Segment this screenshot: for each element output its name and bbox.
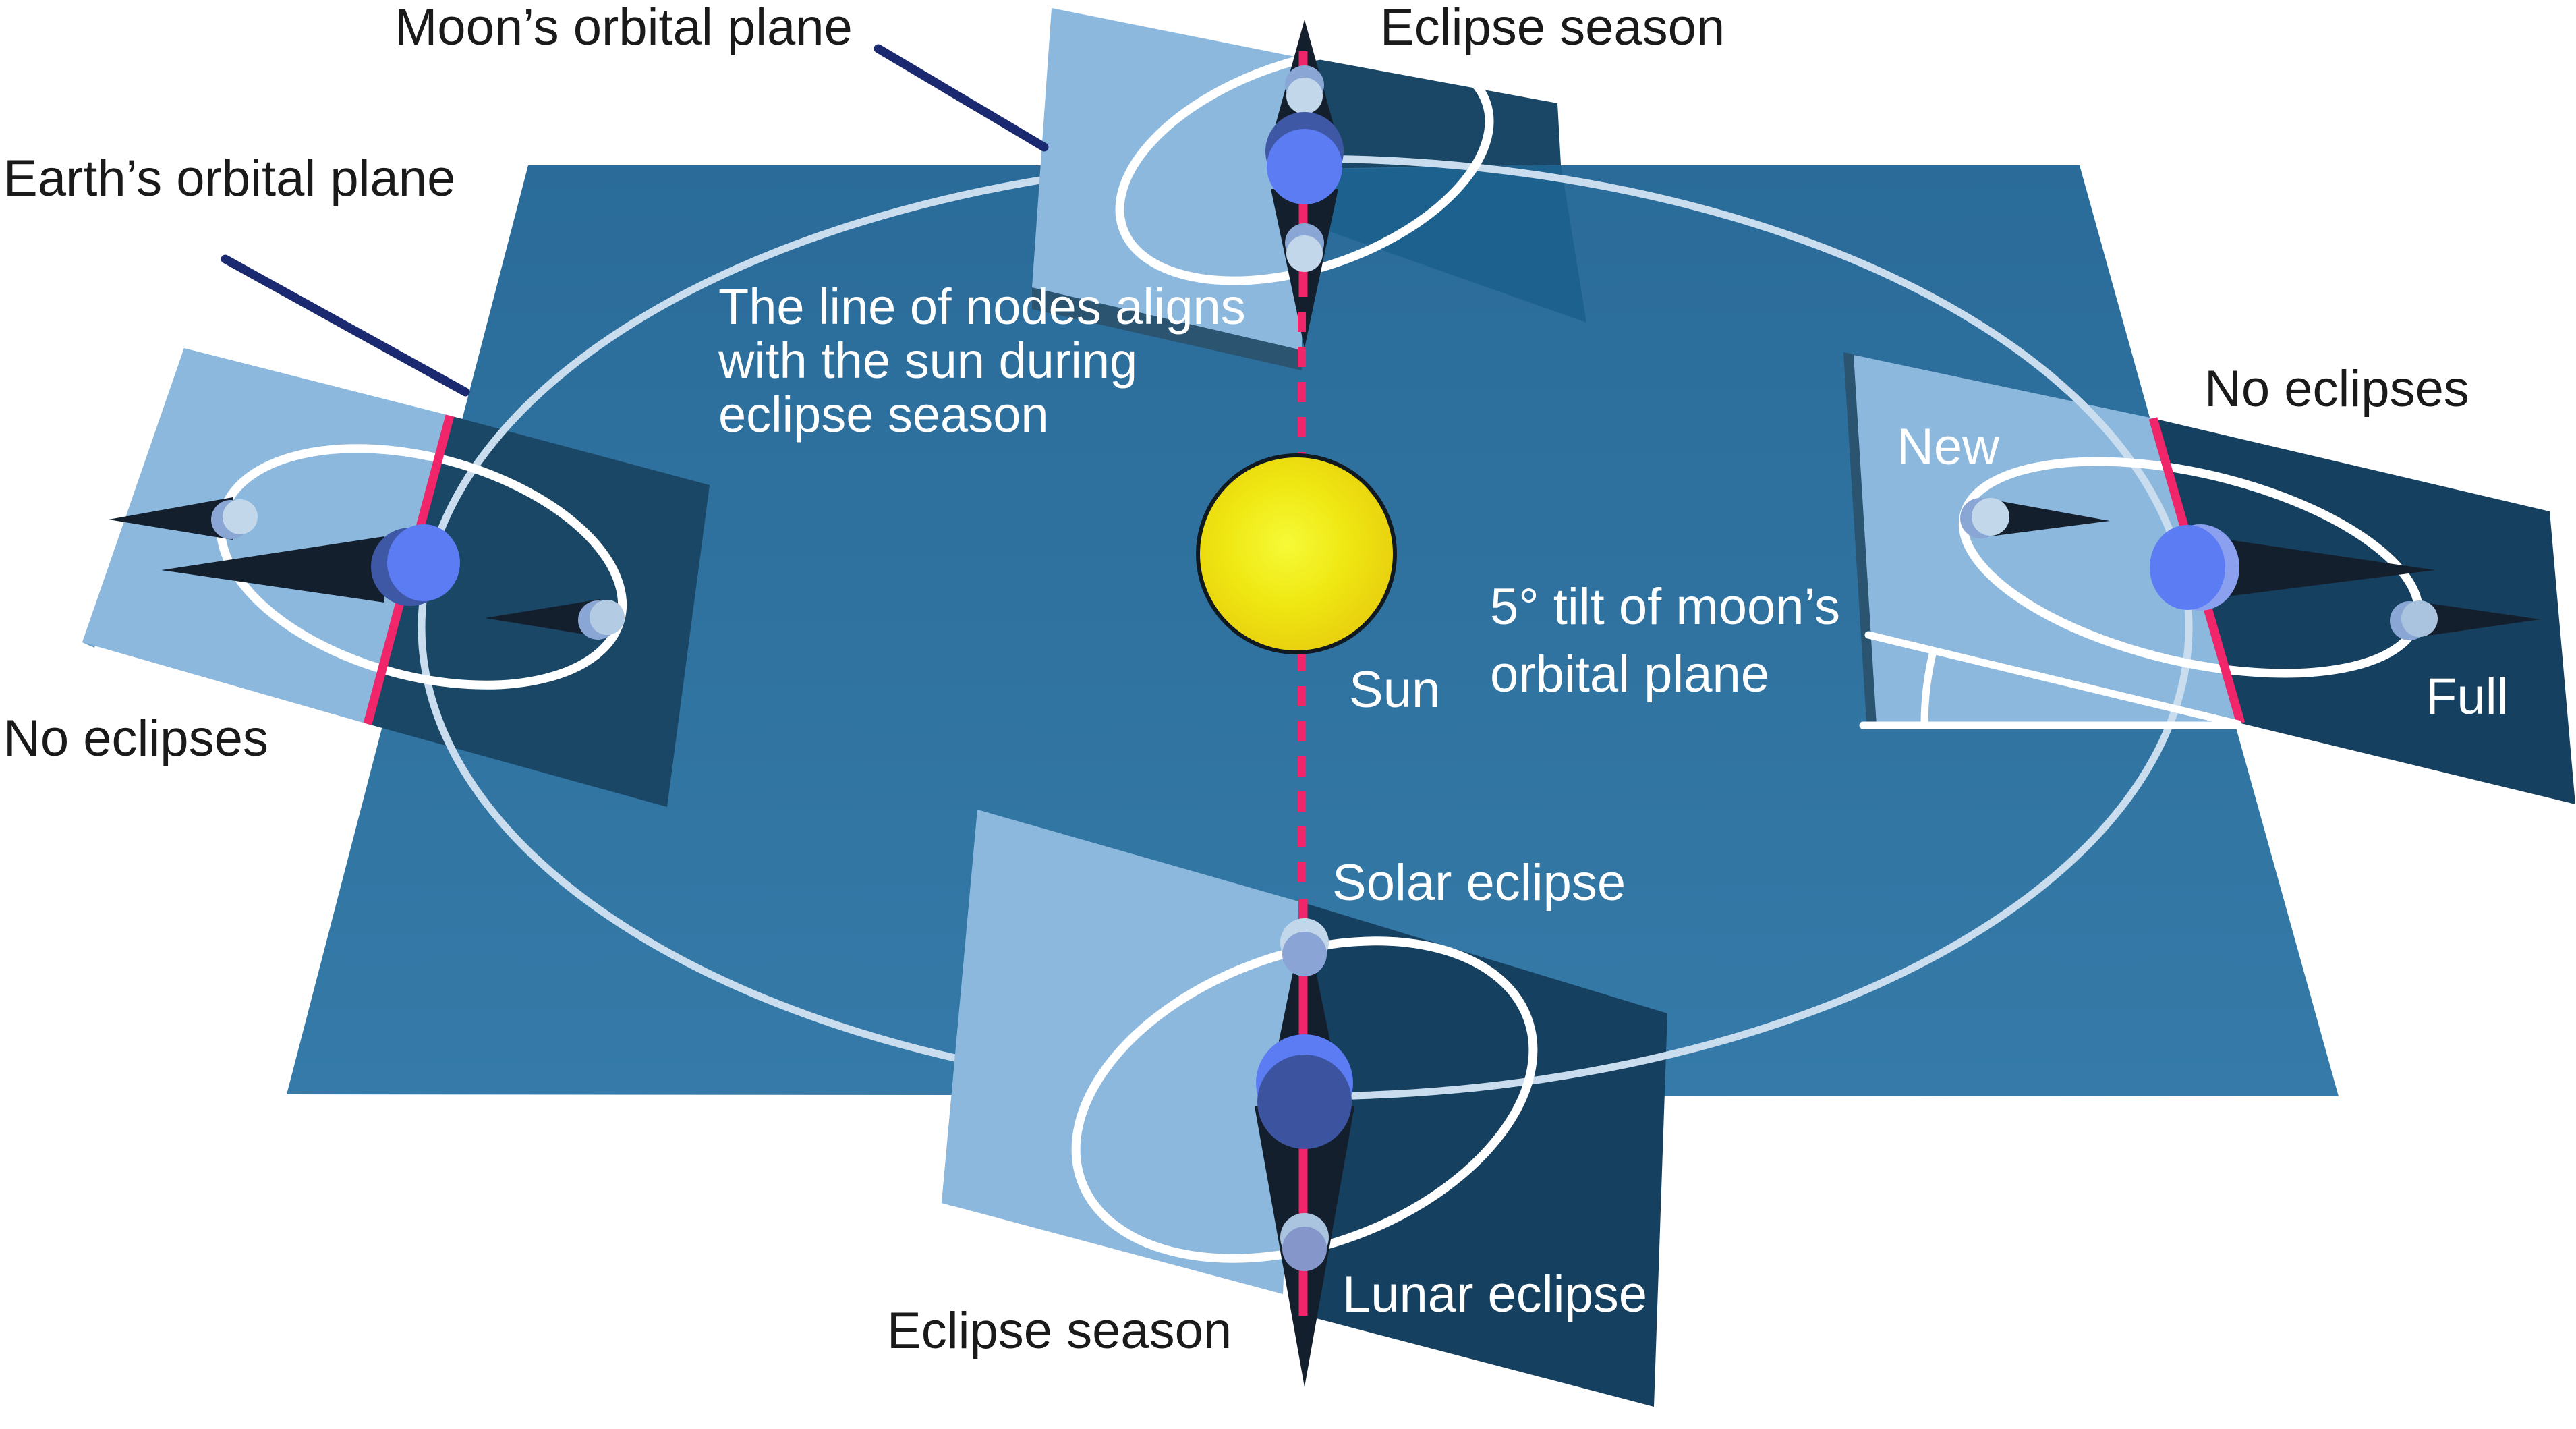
label-full-moon: Full — [2426, 668, 2508, 725]
moon-right-new — [1972, 498, 2009, 536]
label-earths-orbital-plane: Earth’s orbital plane — [3, 150, 455, 207]
shadow-cone-right-moon2 — [2419, 602, 2540, 637]
no-eclipses-left-group — [109, 414, 627, 725]
label-note-line1: The line of nodes aligns — [718, 279, 1246, 335]
shadow-cone-right-earth — [2206, 536, 2435, 599]
label-tilt-line2: orbital plane — [1490, 646, 1769, 703]
label-no-eclipses-left: No eclipses — [3, 710, 268, 767]
earth-right — [2150, 525, 2225, 610]
label-no-eclipses-right: No eclipses — [2204, 360, 2469, 418]
earth-bottom — [1257, 1055, 1352, 1149]
shadow-cone-right-moon1 — [1990, 499, 2110, 536]
moon-plane-back-right — [2153, 418, 2575, 804]
label-eclipse-season-top: Eclipse season — [1380, 0, 1725, 56]
moon-right-full — [2401, 600, 2438, 637]
moon-plane-front-right — [1854, 355, 2241, 725]
shadow-cone-left-earth — [161, 536, 384, 603]
moon-plane-shadow — [1299, 165, 1586, 323]
sun-group — [1196, 453, 1397, 654]
eclipse-season-bottom-group — [1071, 651, 1538, 1387]
shadow-cone-left-moon2 — [485, 599, 600, 637]
label-sun: Sun — [1349, 661, 1440, 719]
label-moons-orbital-plane: Moon’s orbital plane — [395, 0, 853, 56]
moon-top-new — [1286, 78, 1323, 114]
label-note-line3: eclipse season — [718, 387, 1049, 443]
moon-bottom-new — [1282, 932, 1327, 976]
label-note-line2: with the sun during — [718, 333, 1137, 389]
label-new-moon: New — [1897, 418, 2000, 476]
moon-left-full — [590, 600, 625, 635]
moon-plane-back-top — [1307, 57, 1561, 169]
moon-plane-front-top — [1032, 8, 1302, 350]
moon-orbit-top — [1115, 45, 1494, 285]
no-eclipses-right-group — [1859, 417, 2540, 729]
earth-left — [387, 524, 460, 601]
label-solar-eclipse: Solar eclipse — [1332, 854, 1626, 912]
earth-top — [1267, 129, 1342, 204]
pointer-earths-orbital-plane — [221, 254, 470, 397]
label-lunar-eclipse: Lunar eclipse — [1342, 1266, 1647, 1323]
sun-icon — [1196, 453, 1397, 654]
tilt-angle-arc — [1920, 647, 1937, 728]
shadow-cone-left-moon1 — [109, 497, 233, 540]
moon-left-new — [223, 499, 258, 534]
pointer-moons-orbital-plane — [874, 44, 1049, 152]
moon-plane-edge-top — [1032, 287, 1302, 370]
moon-orbit-bottom — [1071, 936, 1538, 1263]
eclipse-season-top-group — [1115, 20, 1494, 457]
moon-plane-front-left — [82, 348, 450, 724]
label-eclipse-season-bottom: Eclipse season — [887, 1302, 1232, 1360]
label-tilt-line1: 5° tilt of moon’s — [1490, 578, 1840, 636]
moon-bottom-full — [1282, 1227, 1327, 1271]
moon-top-full — [1286, 235, 1323, 272]
